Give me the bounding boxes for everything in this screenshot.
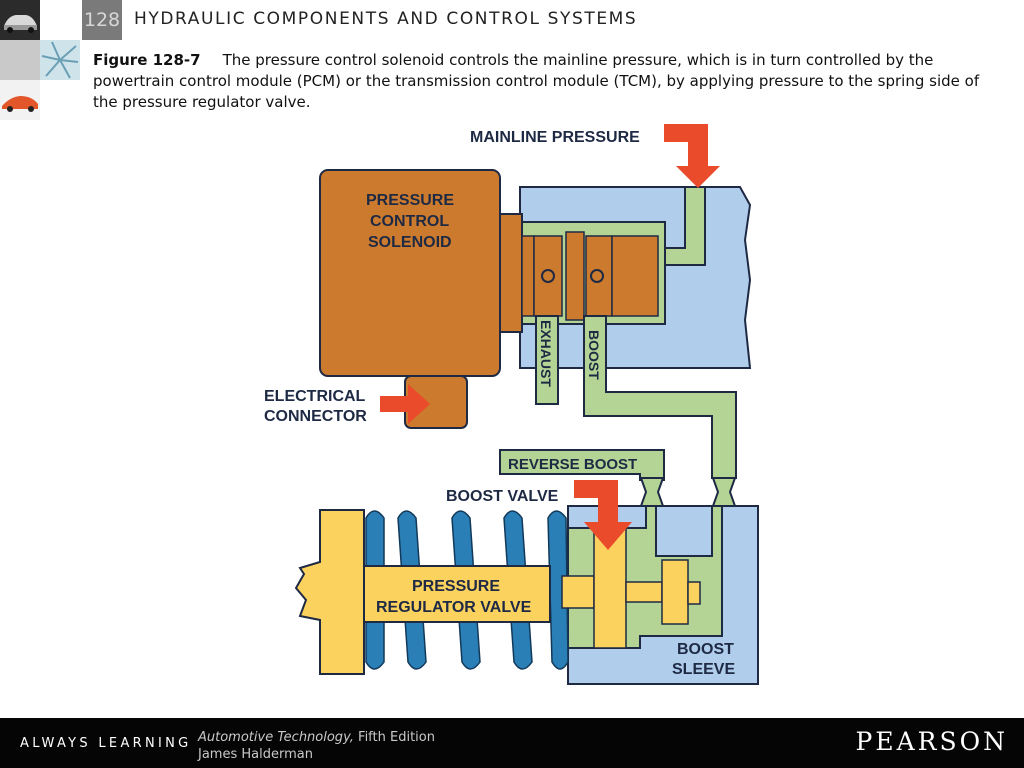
book-edition: Fifth Edition	[358, 730, 435, 745]
chapter-title: HYDRAULIC COMPONENTS AND CONTROL SYSTEMS	[134, 9, 638, 29]
reverse-boost-passage	[499, 449, 665, 481]
figure-caption-text: The pressure control solenoid controls t…	[93, 51, 980, 111]
regulator-valve-stem	[363, 565, 551, 623]
label-boost: BOOST	[586, 330, 602, 380]
label-exhaust: EXHAUST	[538, 320, 554, 387]
label-solenoid-1: PRESSURE	[366, 192, 454, 209]
label-electrical-2: CONNECTOR	[264, 408, 367, 425]
sports-car-thumbnail-icon	[0, 80, 40, 120]
label-solenoid-3: SOLENOID	[368, 234, 452, 251]
pressure-control-diagram: MAINLINE PRESSURE PRESSURE CONTROL SOLEN…	[264, 124, 759, 685]
book-author: James Halderman	[198, 747, 313, 762]
spool-land-3	[565, 231, 585, 321]
spool-land-1	[521, 235, 535, 317]
label-regulator-2: REGULATOR VALVE	[376, 599, 532, 616]
turbine-thumbnail-icon	[40, 40, 80, 80]
car-thumbnail-icon	[0, 0, 40, 40]
book-info: Automotive Technology, Fifth Edition Jam…	[198, 729, 435, 763]
solenoid-neck	[499, 213, 523, 333]
port-hole-2	[590, 269, 604, 283]
connector-arrow	[380, 384, 430, 424]
orifice-right	[711, 477, 737, 507]
label-boost-valve: BOOST VALVE	[446, 488, 559, 505]
port-hole-1	[541, 269, 555, 283]
chapter-number: 128	[82, 0, 122, 40]
label-solenoid-2: CONTROL	[370, 213, 449, 230]
boost-valve-right	[661, 559, 689, 625]
label-mainline-pressure: MAINLINE PRESSURE	[470, 129, 640, 146]
book-title: Automotive Technology,	[198, 730, 354, 745]
regulator-valve-end	[294, 509, 365, 675]
footer-tagline: ALWAYS LEARNING	[20, 736, 192, 751]
engine-thumbnail-icon	[0, 40, 40, 80]
publisher-logo: PEARSON	[855, 727, 1008, 756]
label-reverse-boost: REVERSE BOOST	[508, 456, 637, 473]
slide-header: 128 HYDRAULIC COMPONENTS AND CONTROL SYS…	[0, 0, 1024, 120]
figure-label: Figure 128-7	[93, 51, 201, 69]
spring-coil-5	[547, 510, 569, 670]
boost-valve-arrow	[574, 480, 632, 550]
spool-land-2	[533, 235, 563, 317]
label-electrical-1: ELECTRICAL	[264, 388, 366, 405]
spool-land-4	[585, 235, 613, 317]
label-sleeve-1: BOOST	[677, 641, 734, 658]
boost-valve-left	[561, 575, 595, 609]
boost-valve-tip	[687, 581, 701, 605]
label-regulator-1: PRESSURE	[412, 578, 500, 595]
orifice-left	[639, 477, 665, 507]
exhaust-passage	[535, 315, 559, 405]
mainline-arrow	[664, 124, 720, 188]
label-sleeve-2: SLEEVE	[672, 661, 735, 678]
slide-footer: ALWAYS LEARNING Automotive Technology, F…	[0, 718, 1024, 768]
spool-land-5	[611, 235, 659, 317]
boost-valve-stem	[625, 581, 663, 603]
